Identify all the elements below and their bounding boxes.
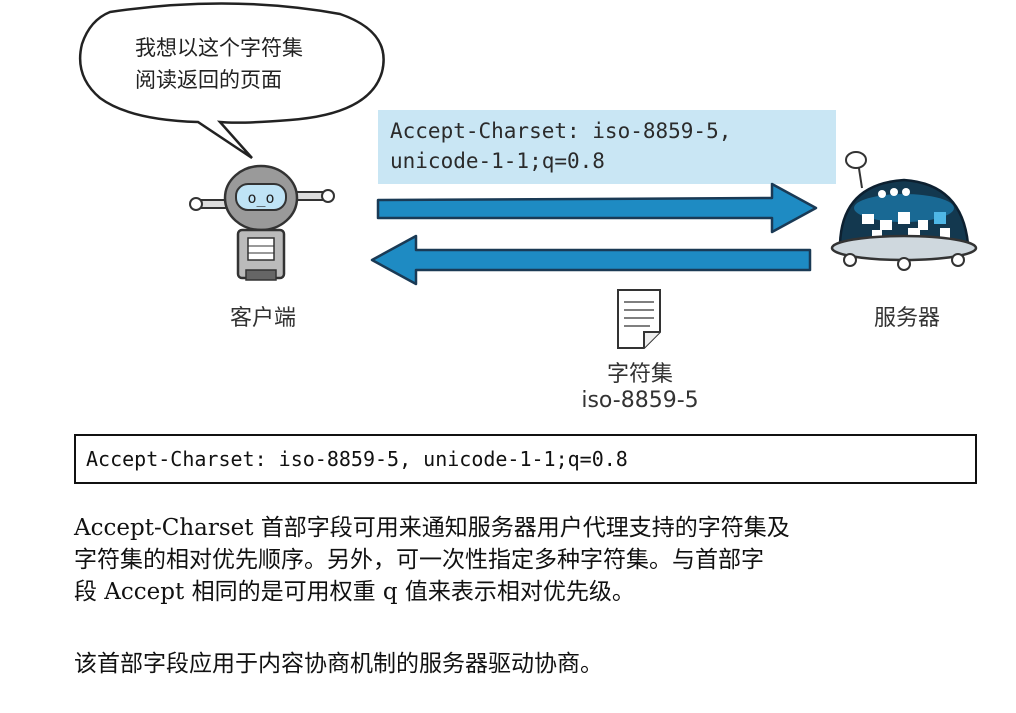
response-arrow [370,234,812,286]
client-robot-icon: o_o [189,164,335,281]
paragraph-1-line-1: Accept-Charset 首部字段可用来通知服务器用户代理支持的字符集及 [74,515,790,541]
request-header-box: Accept-Charset: iso-8859-5, unicode-1-1;q… [378,110,836,184]
speech-bubble [78,2,385,160]
speech-bubble-line-2: 阅读返回的页面 [135,68,282,92]
paragraph-1-line-3: 段 Accept 相同的是可用权重 q 值来表示相对优先级。 [74,579,635,605]
document-value: iso-8859-5 [581,388,699,413]
document-label: 字符集 [606,362,673,387]
illustration: 我想以这个字符集 阅读返回的页面 Accept-Charset: iso-885… [78,2,978,413]
paragraph-2-line-1: 该首部字段应用于内容协商机制的服务器驱动协商。 [74,651,603,677]
paragraph-1-line-2: 字符集的相对优先顺序。另外，可一次性指定多种字符集。与首部字 [74,547,764,573]
svg-text:o_o: o_o [247,189,274,207]
request-header-line-1: Accept-Charset: iso-8859-5, [390,119,732,143]
paragraph-2: 该首部字段应用于内容协商机制的服务器驱动协商。 [74,648,1004,680]
request-header-line-2: unicode-1-1;q=0.8 [390,149,605,173]
request-arrow [376,182,818,234]
server-label: 服务器 [873,306,940,331]
client-label: 客户端 [229,306,296,331]
document-icon [617,289,661,349]
server-robot-icon [830,151,978,271]
speech-bubble-line-1: 我想以这个字符集 [135,36,303,60]
code-example-box: Accept-Charset: iso-8859-5, unicode-1-1;… [74,434,977,484]
paragraph-1: Accept-Charset 首部字段可用来通知服务器用户代理支持的字符集及 字… [74,512,1004,608]
